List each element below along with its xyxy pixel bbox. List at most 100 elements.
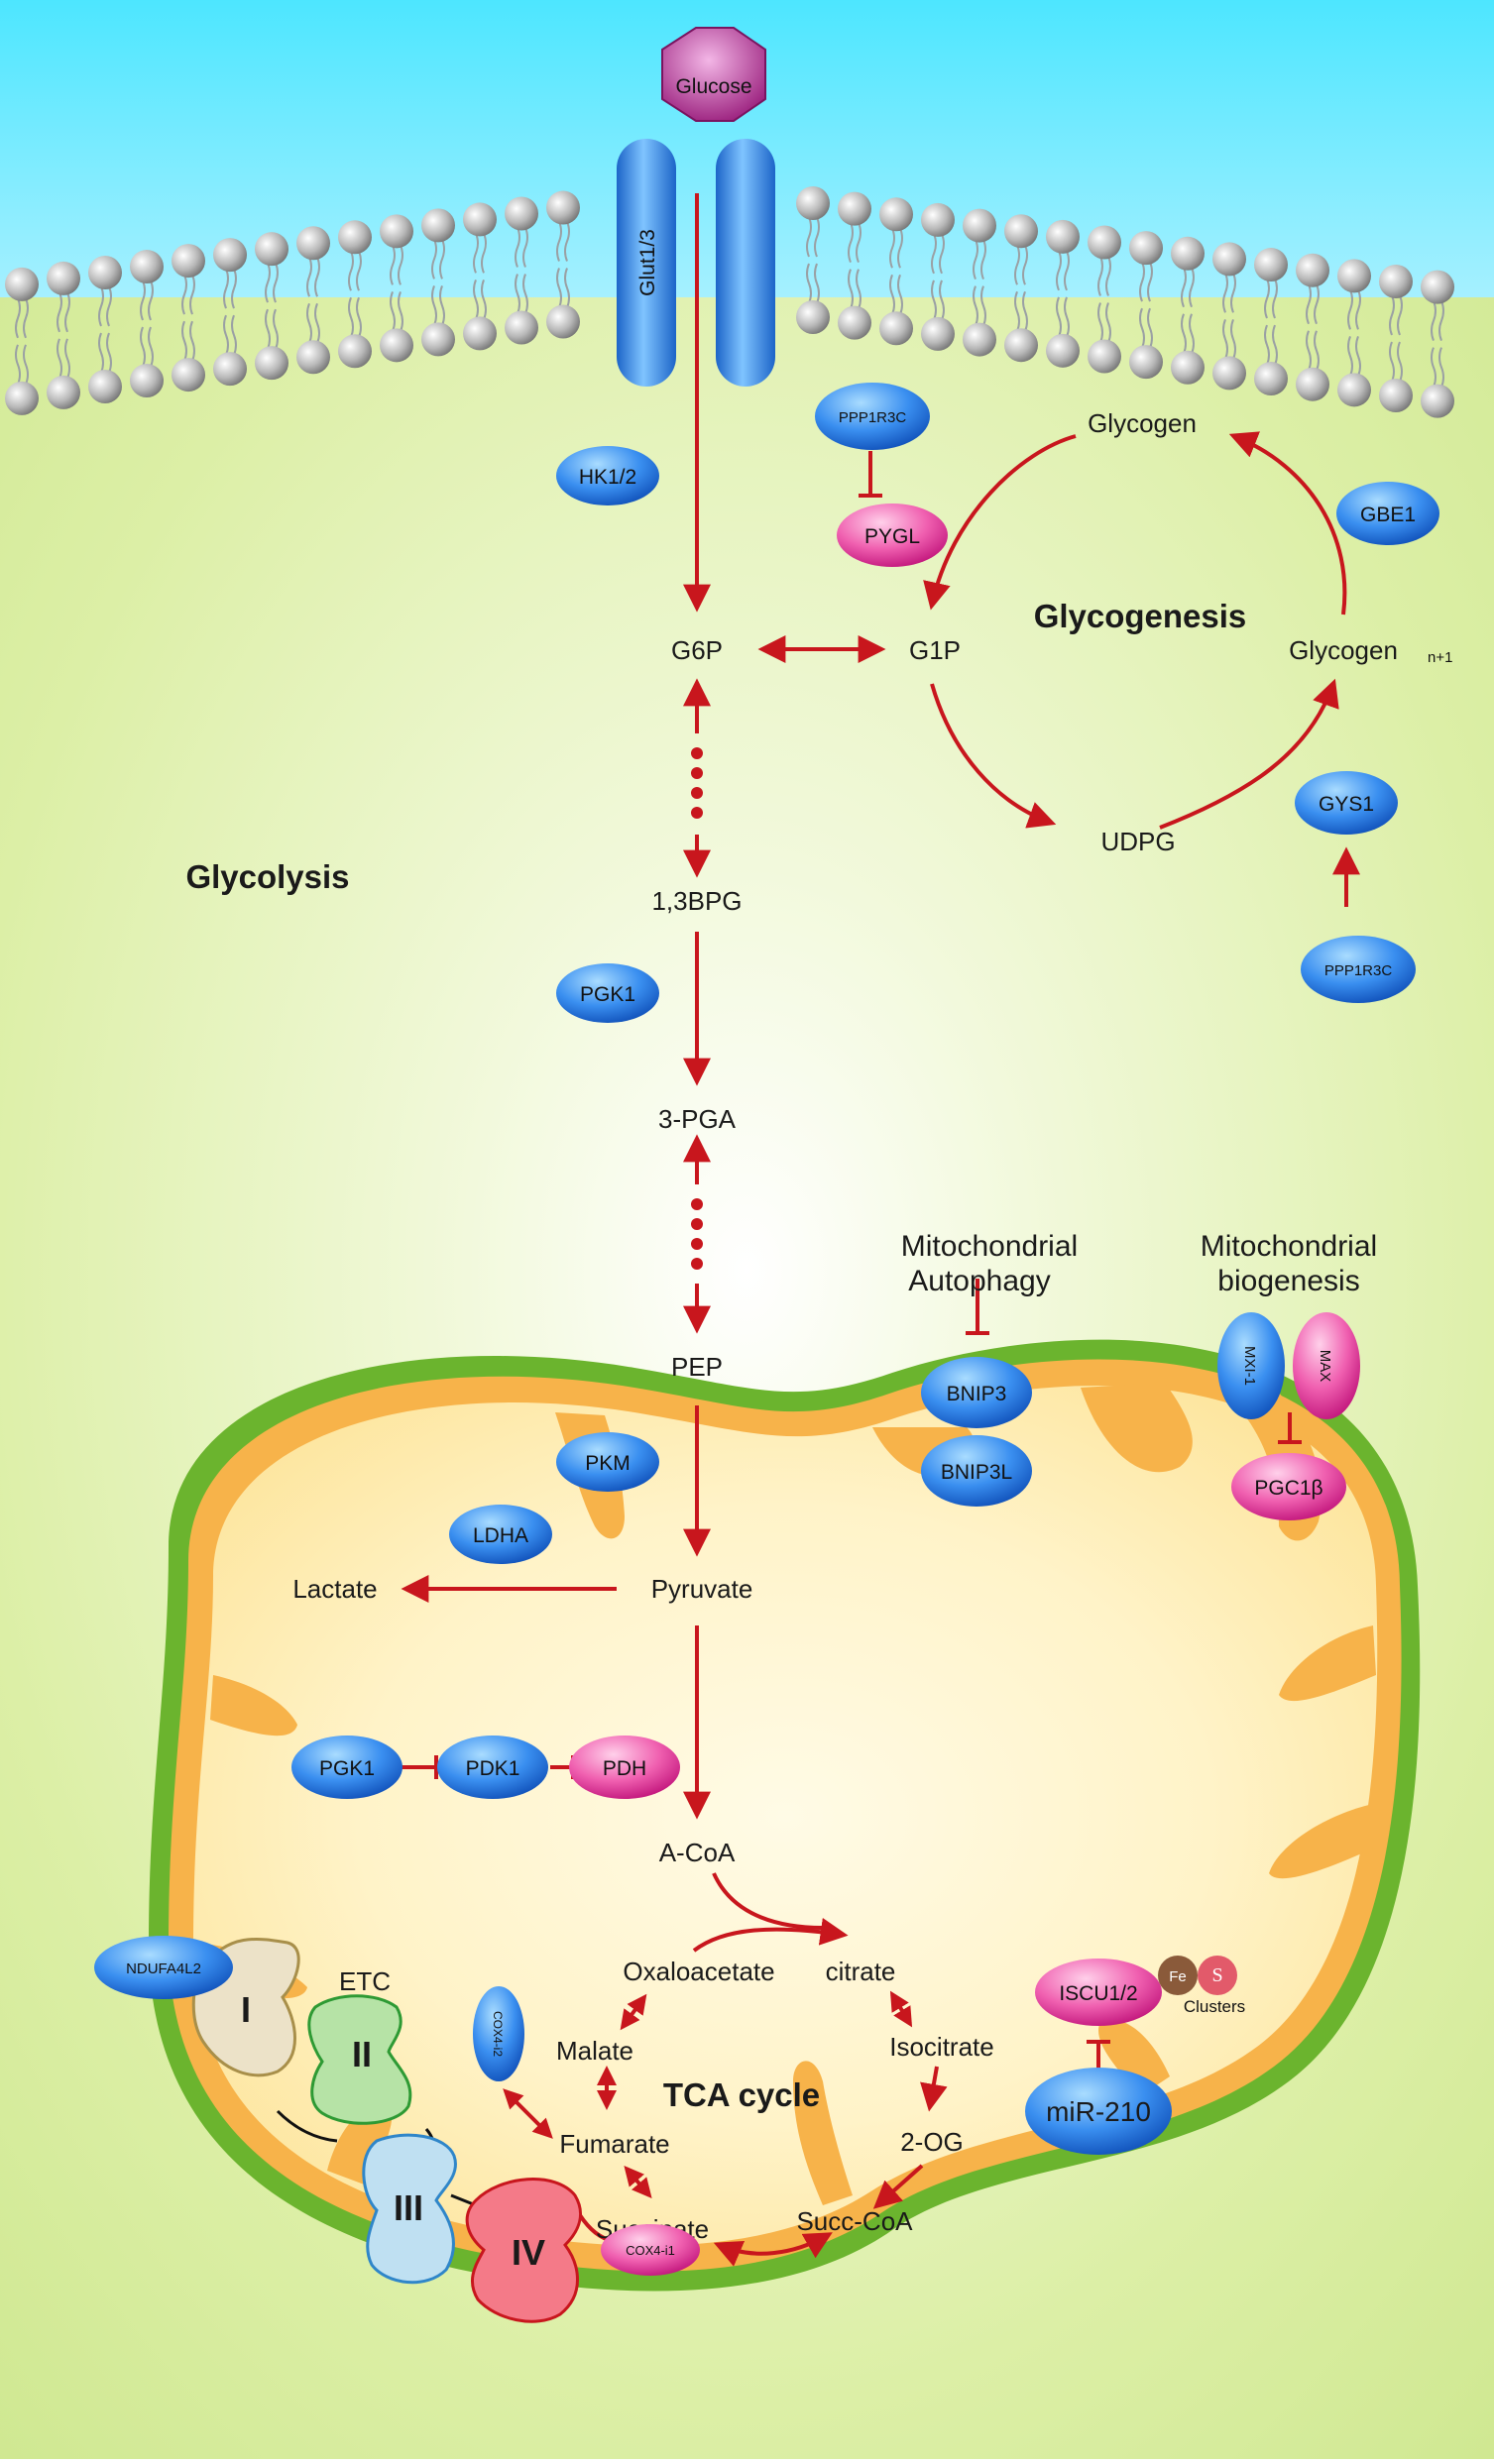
mito-autophagy-heading-1: Mitochondrial — [901, 1230, 1078, 1263]
pgk1-mito-protein: PGK1 — [291, 1736, 402, 1799]
lipid-molecule-part — [1088, 225, 1121, 260]
s-cluster-icon: S — [1198, 1956, 1237, 1995]
cox4i2-protein-part: COX4-i2 — [491, 2011, 505, 2057]
max-protein-part — [1293, 1312, 1360, 1419]
ppp1r3c-bottom-protein-part: PPP1R3C — [1324, 962, 1393, 979]
lipid-molecule-part — [1347, 288, 1361, 330]
acoa-label: A-CoA — [659, 1838, 736, 1867]
lipid-molecule-part — [296, 226, 330, 261]
lipid-molecule-part — [348, 250, 362, 291]
lipid-molecule-part — [390, 290, 403, 332]
lipid-molecule-part — [421, 322, 455, 357]
lipid-molecule-part — [1181, 313, 1195, 355]
lipid-molecule-part — [306, 256, 320, 297]
labels: G6P G1P 1,3BPG 3-PGA PEP Pyruvate Lactat… — [185, 408, 1452, 2244]
pdk1-protein-part: PDK1 — [466, 1757, 520, 1780]
succ-coa-label: Succ-CoA — [796, 2206, 913, 2236]
complex-iv: IV — [465, 2178, 582, 2323]
bnip3-protein: BNIP3 — [921, 1357, 1032, 1428]
lipid-molecule-part — [172, 358, 205, 392]
lipid-molecule — [1296, 253, 1329, 325]
glycogen-n1-label: Glycogen — [1289, 635, 1398, 665]
lipid-molecule — [172, 320, 205, 392]
arrow-fumarate-cox4i2 — [503, 2088, 553, 2139]
arrow-udpg-glycogenn1 — [1159, 678, 1339, 830]
lipid-molecule-part — [1254, 362, 1288, 396]
pdh-protein-part — [569, 1736, 680, 1799]
arrow-g1p-glycogen — [923, 434, 1077, 611]
udpg-label: UDPG — [1100, 827, 1175, 856]
connector-dot — [691, 807, 703, 819]
lipid-molecule-part — [879, 311, 913, 346]
lipid-molecule-part — [796, 300, 830, 334]
pgk1-protein-part — [556, 963, 659, 1023]
glycolysis-heading: Glycolysis — [185, 858, 349, 895]
arrow-oxaloacetate-citrate — [692, 1917, 849, 1953]
max-protein-part: MAX — [1317, 1350, 1333, 1383]
pyruvate-label: Pyruvate — [651, 1574, 753, 1604]
lipid-molecule-part — [213, 238, 247, 273]
ndufa4l2-protein-part — [94, 1936, 233, 1999]
lipid-molecule-part — [431, 285, 445, 326]
lipid-molecule — [838, 269, 871, 340]
lipid-molecule-part — [1004, 328, 1038, 363]
lipid-molecule-part — [98, 285, 112, 327]
lipid-molecule-part — [1296, 367, 1329, 401]
tca-heading: TCA cycle — [663, 2076, 820, 2113]
lipid-molecule-part — [431, 239, 445, 280]
lipid-molecule-part — [473, 233, 487, 274]
lipid-molecule-part — [338, 334, 372, 369]
ppp1r3c-top-protein-part: PPP1R3C — [839, 409, 907, 426]
s-cluster-icon-part — [1198, 1956, 1237, 1995]
lipid-molecule-part — [1212, 242, 1246, 277]
ppp1r3c-top-protein: PPP1R3C — [815, 383, 930, 450]
lipid-molecule-part — [380, 328, 413, 363]
hk-protein: HK1/2 — [556, 446, 659, 505]
lipid-molecule — [338, 220, 372, 291]
lipid-molecule — [296, 302, 330, 375]
pdk1-protein-part — [437, 1736, 548, 1799]
lipid-molecule-part — [1004, 214, 1038, 249]
pathway-arrows — [206, 193, 1360, 2267]
gbe1-protein-part — [1336, 482, 1439, 545]
lipid-molecule — [213, 238, 247, 309]
lipid-molecule — [338, 296, 372, 369]
lipid-molecule-part — [1431, 300, 1444, 341]
lipid-molecule — [1171, 313, 1205, 385]
lipid-molecule-part — [848, 222, 862, 264]
lipid-molecule — [172, 244, 205, 315]
lipid-molecule-part — [1097, 302, 1111, 343]
citrate-label: citrate — [826, 1957, 896, 1986]
lipid-molecule — [546, 190, 580, 262]
lipid-molecule-part — [1139, 261, 1153, 302]
lipid-molecule-part — [390, 244, 403, 285]
complex-ii-label: II — [352, 2034, 372, 2074]
lipid-molecule-part — [505, 310, 538, 345]
lipid-molecule-part — [546, 304, 580, 339]
connector-dot — [691, 747, 703, 759]
lipid-molecule-part — [380, 214, 413, 249]
lipid-molecule-part — [15, 344, 29, 386]
lipid-molecule-part — [1129, 231, 1163, 266]
lipid-molecule-part — [421, 208, 455, 243]
lipid-molecule — [505, 196, 538, 268]
lipid-molecule — [1046, 296, 1080, 368]
mitochondrion-part — [1269, 1804, 1373, 1879]
lipid-molecule — [421, 208, 455, 280]
mir210-protein: miR-210 — [1025, 2068, 1172, 2155]
lipid-molecule-part — [806, 216, 820, 258]
mitochondrion-part — [1098, 2019, 1170, 2096]
lipid-molecule — [1379, 341, 1413, 412]
fes-clusters-label: Clusters — [1184, 1997, 1245, 2016]
complex-i-label: I — [241, 1989, 251, 2030]
lipid-molecule-part — [1379, 264, 1413, 298]
pgk1-mito-protein-part: PGK1 — [319, 1757, 375, 1780]
mitochondrion-part — [1081, 1383, 1193, 1473]
lipid-molecule-part — [796, 186, 830, 220]
arrow-fumarate-succinate — [624, 2165, 652, 2199]
lipid-molecule-part — [1296, 253, 1329, 287]
lipid-molecule-part — [973, 239, 986, 280]
glut-transporter-part — [617, 139, 676, 387]
lipid-molecule-part — [879, 197, 913, 232]
dotted-connectors — [691, 747, 703, 1270]
